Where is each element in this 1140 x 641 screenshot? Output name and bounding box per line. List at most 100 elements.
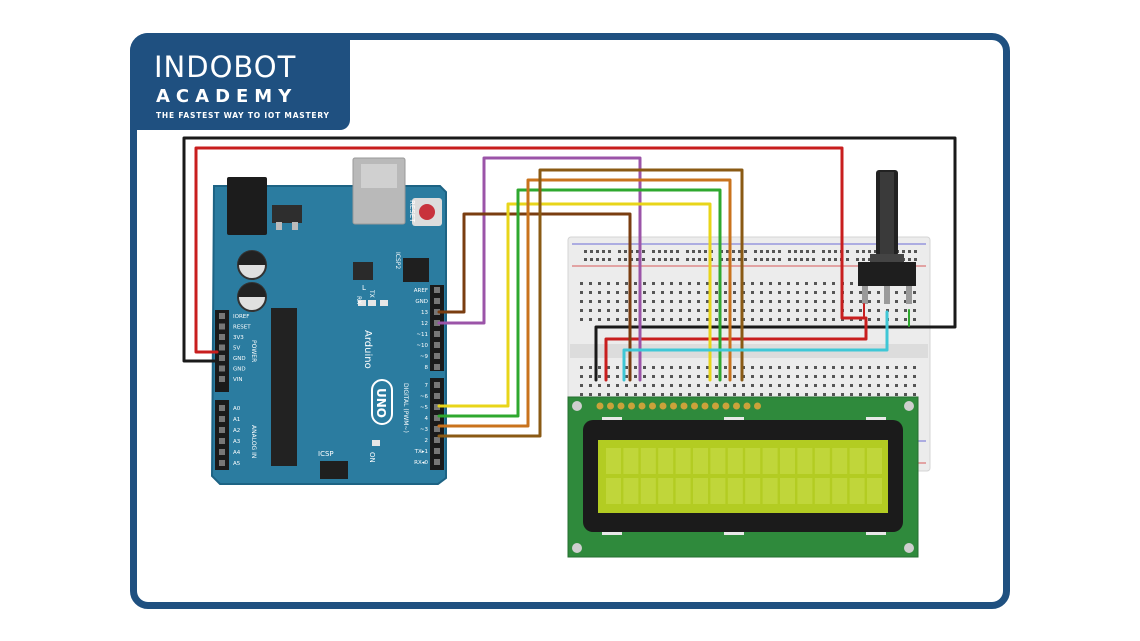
breadboard-hole (823, 300, 826, 303)
breadboard-hole (589, 318, 592, 321)
header-pins (219, 287, 440, 466)
breadboard-hole (643, 300, 646, 303)
rail-hole (692, 250, 695, 253)
rail-hole (902, 250, 905, 253)
lcd-16x2-module (567, 396, 919, 558)
breadboard-hole (598, 393, 601, 396)
breadboard-hole (643, 366, 646, 369)
breadboard-hole (607, 366, 610, 369)
pin-label: ~10 (416, 343, 428, 349)
breadboard-hole (850, 393, 853, 396)
rail-hole (686, 258, 689, 261)
rail-hole (794, 258, 797, 261)
rail-hole (806, 258, 809, 261)
breadboard-hole (904, 375, 907, 378)
breadboard-hole (805, 291, 808, 294)
breadboard-hole (625, 384, 628, 387)
breadboard-hole (652, 393, 655, 396)
wire-brown-d13 (437, 212, 632, 382)
breadboard-hole (805, 375, 808, 378)
breadboard-hole (580, 309, 583, 312)
breadboard-hole (643, 393, 646, 396)
breadboard-hole (670, 300, 673, 303)
breadboard-hole (724, 366, 727, 369)
pin-label: VIN (233, 377, 243, 383)
breadboard-hole (832, 291, 835, 294)
breadboard-hole (634, 309, 637, 312)
breadboard-hole (895, 309, 898, 312)
rail-hole (800, 258, 803, 261)
wire-cyan-contrast (622, 310, 889, 382)
header-pin (219, 460, 225, 466)
breadboard-hole (715, 384, 718, 387)
breadboard-hole (877, 291, 880, 294)
potentiometer[interactable] (858, 170, 916, 304)
header-pin (219, 313, 225, 319)
rail-hole (624, 250, 627, 253)
breadboard-hole (760, 384, 763, 387)
pin-label: A0 (233, 406, 241, 412)
breadboard-hole (850, 384, 853, 387)
breadboard-hole (913, 366, 916, 369)
breadboard-hole (832, 384, 835, 387)
rail-hole (698, 258, 701, 261)
pin-label: 5V (233, 346, 240, 352)
rail-hole (636, 258, 639, 261)
breadboard-hole (832, 375, 835, 378)
breadboard-hole (904, 384, 907, 387)
rail-hole (676, 250, 679, 253)
rail-hole (800, 250, 803, 253)
breadboard-hole (661, 300, 664, 303)
lcd-pin (754, 402, 761, 410)
rail-hole (596, 258, 599, 261)
breadboard-hole (913, 384, 916, 387)
lcd-cell (693, 448, 708, 474)
breadboard-hole (796, 300, 799, 303)
pin-label: TX▸1 (414, 449, 428, 455)
breadboard-hole (733, 291, 736, 294)
breadboard-hole (841, 384, 844, 387)
breadboard-hole (760, 309, 763, 312)
rail-hole (664, 258, 667, 261)
rail-hole (868, 258, 871, 261)
header-pin (434, 298, 440, 304)
breadboard-hole (796, 375, 799, 378)
breadboard-hole (670, 291, 673, 294)
breadboard-hole (679, 291, 682, 294)
rail-hole (618, 250, 621, 253)
breadboard-hole (607, 309, 610, 312)
breadboard-hole (787, 384, 790, 387)
header-pin (434, 404, 440, 410)
breadboard-hole (679, 366, 682, 369)
rail-hole (908, 250, 911, 253)
breadboard-hole (598, 375, 601, 378)
breadboard-hole (904, 393, 907, 396)
breadboard-hole (625, 300, 628, 303)
breadboard-hole (787, 393, 790, 396)
breadboard-hole (652, 318, 655, 321)
icsp2-header (403, 258, 429, 282)
breadboard-hole (751, 366, 754, 369)
breadboard-hole (868, 384, 871, 387)
header-pin (219, 438, 225, 444)
breadboard-hole (904, 318, 907, 321)
pin-label: RESET (233, 325, 251, 331)
breadboard-hole (616, 375, 619, 378)
breadboard-hole (751, 393, 754, 396)
breadboard-hole (688, 375, 691, 378)
header-pin (434, 342, 440, 348)
breadboard-hole (580, 384, 583, 387)
breadboard-hole (778, 291, 781, 294)
icsp2-label: ICSP2 (394, 252, 401, 269)
breadboard-hole (868, 393, 871, 396)
lcd-cell (606, 448, 621, 474)
lcd-pin (712, 402, 719, 410)
rail-hole (608, 258, 611, 261)
breadboard-hole (688, 282, 691, 285)
breadboard-hole (697, 393, 700, 396)
rail-hole (670, 258, 673, 261)
arduino-logo-text: Arduino (362, 330, 373, 369)
microcontroller-chip (271, 308, 297, 466)
rail-hole (636, 250, 639, 253)
breadboard-hole (715, 318, 718, 321)
